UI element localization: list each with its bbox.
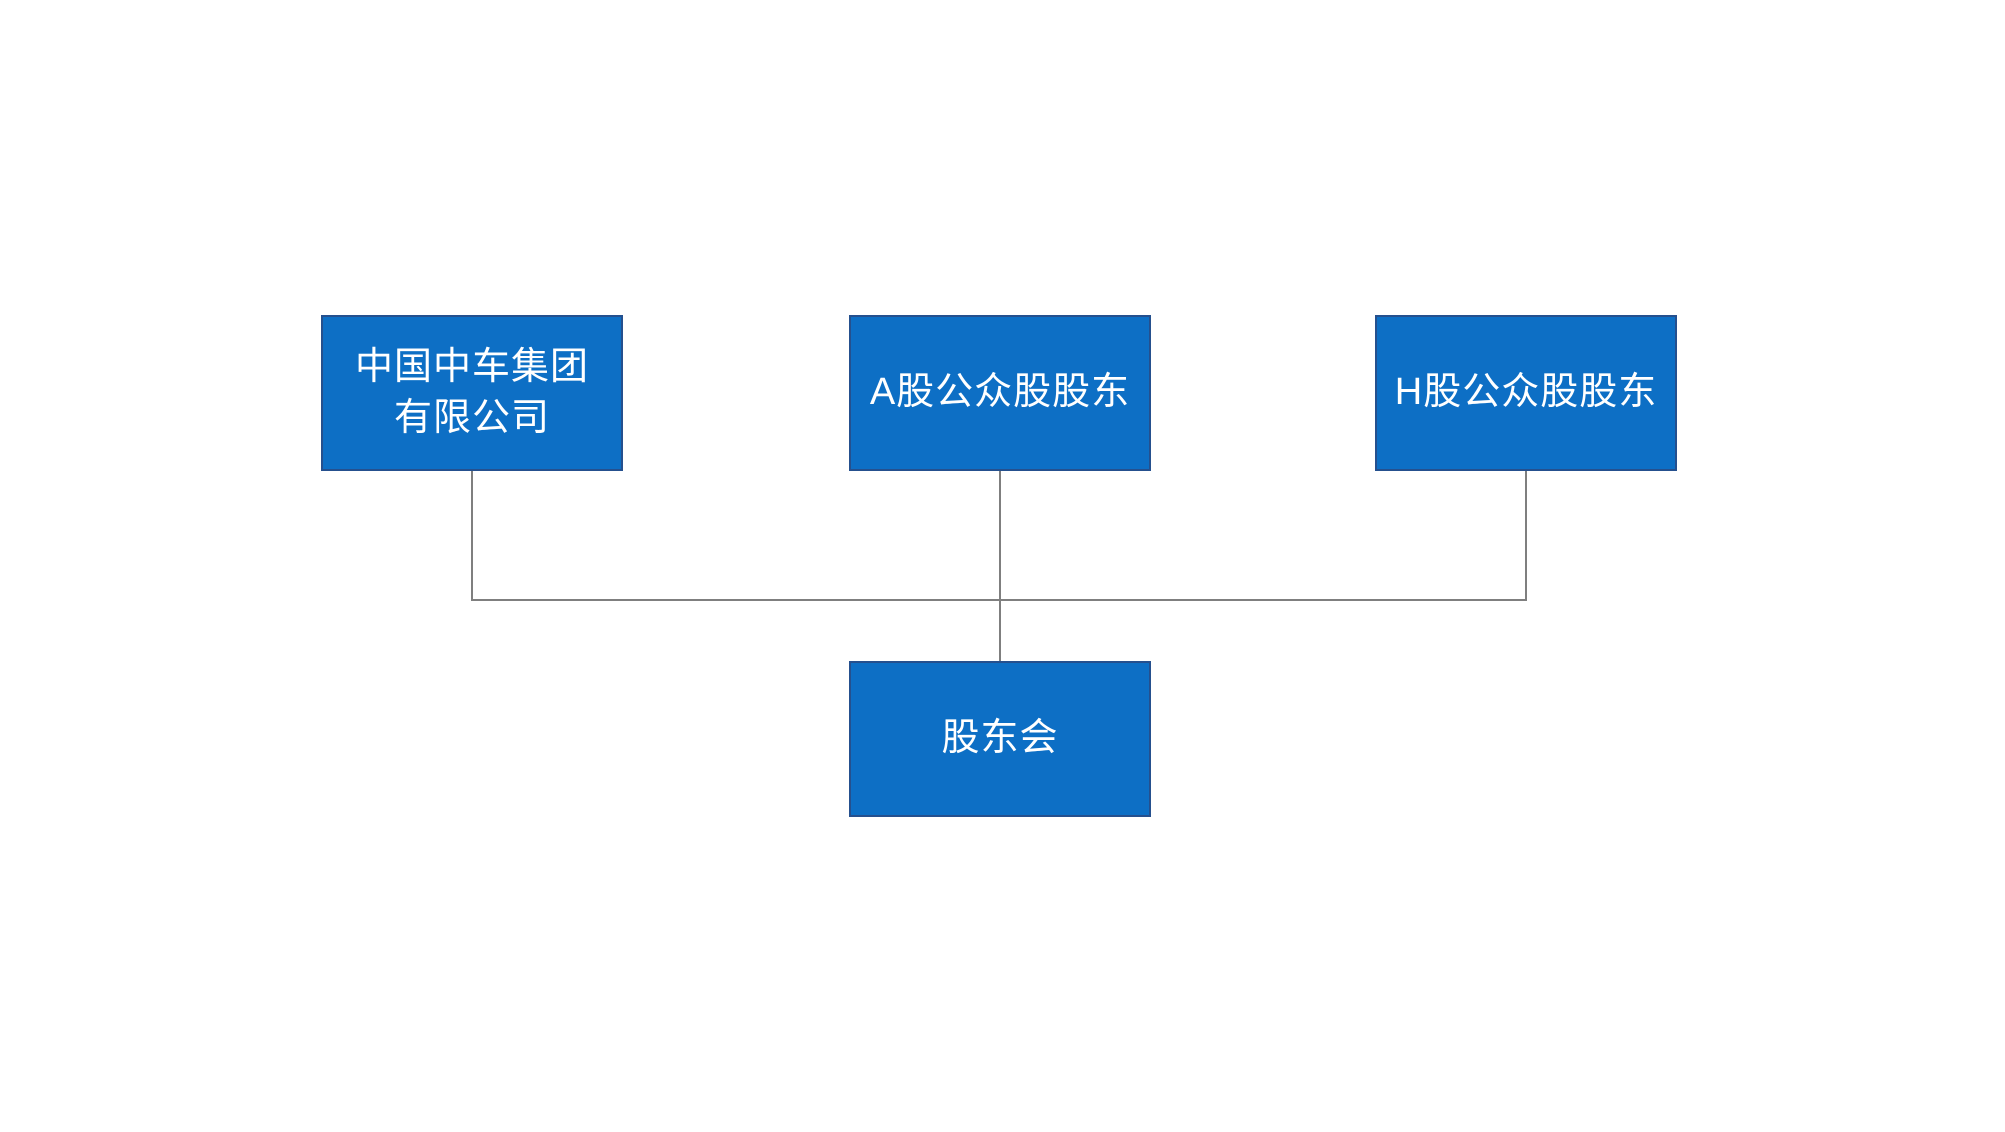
connector-right-vertical [1525, 471, 1527, 601]
connector-horizontal-bar [471, 599, 1527, 601]
node-h-share-shareholders: H股公众股股东 [1375, 315, 1677, 471]
connector-middle-vertical-top [999, 471, 1001, 601]
node-a-share-shareholders: A股公众股股东 [849, 315, 1151, 471]
node-crrc-group-label: 中国中车集团 有限公司 [354, 345, 589, 439]
node-shareholders-meeting: 股东会 [849, 661, 1151, 817]
node-shareholders-meeting-label: 股东会 [941, 717, 1059, 760]
node-a-share-shareholders-label: A股公众股股东 [869, 371, 1131, 414]
node-h-share-shareholders-label: H股公众股股东 [1394, 371, 1658, 414]
connector-left-vertical [471, 471, 473, 601]
node-crrc-group: 中国中车集团 有限公司 [321, 315, 623, 471]
connector-middle-vertical-bottom [999, 601, 1001, 661]
